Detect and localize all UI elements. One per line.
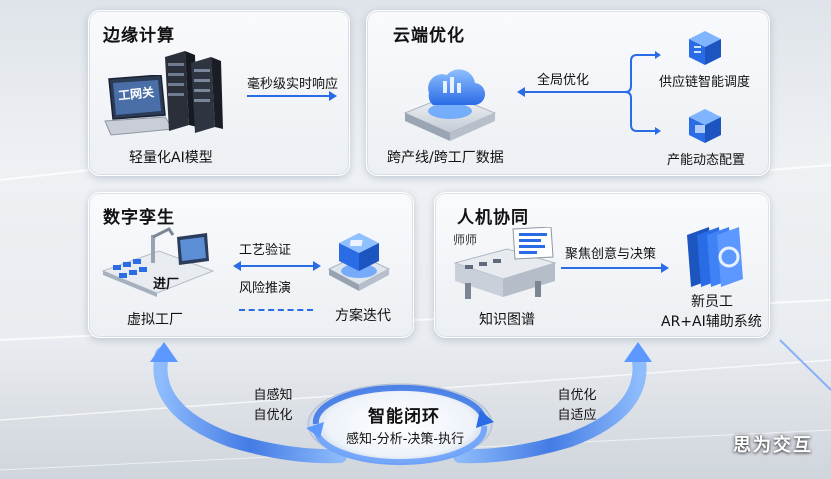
human-caption-left: 知识图谱 bbox=[479, 312, 535, 328]
twin-caption-left: 虚拟工厂 bbox=[127, 312, 183, 328]
ar-device-stack-icon bbox=[679, 225, 751, 291]
closed-loop-ring bbox=[150, 342, 652, 466]
cloud-platform-icon bbox=[395, 47, 505, 143]
panel-title: 边缘计算 bbox=[103, 26, 175, 46]
loop-center-title: 智能闭环 bbox=[368, 407, 440, 427]
panel-cloud-optimization: 云端优化 跨产线/跨工厂数据 全局优化 bbox=[366, 10, 770, 176]
capacity-label: 产能动态配置 bbox=[667, 153, 746, 168]
board-tag: 师师 bbox=[453, 233, 478, 247]
cloud-arrow-label: 全局优化 bbox=[537, 73, 590, 88]
cloud-arrow bbox=[517, 87, 613, 97]
panel-digital-twin: 数字孪生 进厂 虚拟工厂 工艺验证 风险推演 bbox=[88, 192, 414, 338]
human-arrow-label: 聚焦创意与决策 bbox=[565, 247, 657, 262]
human-caption-right-1: 新员工 bbox=[691, 294, 733, 310]
factory-tag: 进厂 bbox=[153, 277, 180, 292]
twin-dashed-line bbox=[239, 309, 313, 311]
panel-title: 云端优化 bbox=[393, 26, 465, 46]
server-rack-icon bbox=[159, 49, 235, 133]
branch-connector bbox=[613, 51, 661, 135]
panel-edge-computing: 边缘计算 工网关 毫秒级实时响应 轻量化AI模型 bbox=[88, 10, 350, 176]
edge-arrow-label: 毫秒级实时响应 bbox=[247, 77, 339, 92]
loop-left-1: 自感知 bbox=[253, 388, 293, 403]
cloud-caption: 跨产线/跨工厂数据 bbox=[387, 150, 504, 166]
twin-label-top: 工艺验证 bbox=[239, 243, 292, 258]
loop-left-2: 自优化 bbox=[253, 408, 293, 423]
panel-human-machine: 人机协同 师师 知识图谱 聚焦创意与决策 新员 bbox=[434, 192, 770, 338]
supply-chain-label: 供应链智能调度 bbox=[659, 75, 751, 90]
supply-chain-cube-icon bbox=[685, 29, 725, 69]
loop-left-labels: 自感知 自优化 bbox=[248, 386, 298, 426]
twin-label-bottom: 风险推演 bbox=[239, 281, 292, 296]
chip-cube-icon bbox=[323, 227, 395, 297]
watermark: 思为交互 bbox=[733, 435, 813, 456]
laptop-icon bbox=[103, 74, 174, 137]
panel-title: 数字孪生 bbox=[103, 208, 175, 228]
twin-caption-right: 方案迭代 bbox=[335, 308, 391, 324]
human-arrow bbox=[561, 263, 669, 273]
loop-right-2: 自适应 bbox=[557, 408, 597, 423]
edge-arrow bbox=[247, 91, 337, 101]
loop-center-sub: 感知-分析-决策-执行 bbox=[346, 432, 465, 447]
twin-double-arrow bbox=[233, 261, 321, 271]
virtual-factory-icon bbox=[99, 227, 217, 299]
loop-right-labels: 自优化 自适应 bbox=[552, 386, 602, 426]
capacity-cube-icon bbox=[685, 107, 725, 147]
knowledge-workstation-icon bbox=[451, 226, 559, 303]
panel-title: 人机协同 bbox=[457, 208, 529, 228]
loop-right-1: 自优化 bbox=[557, 388, 597, 403]
human-caption-right-2: AR+AI辅助系统 bbox=[661, 314, 762, 330]
edge-caption: 轻量化AI模型 bbox=[129, 150, 213, 166]
